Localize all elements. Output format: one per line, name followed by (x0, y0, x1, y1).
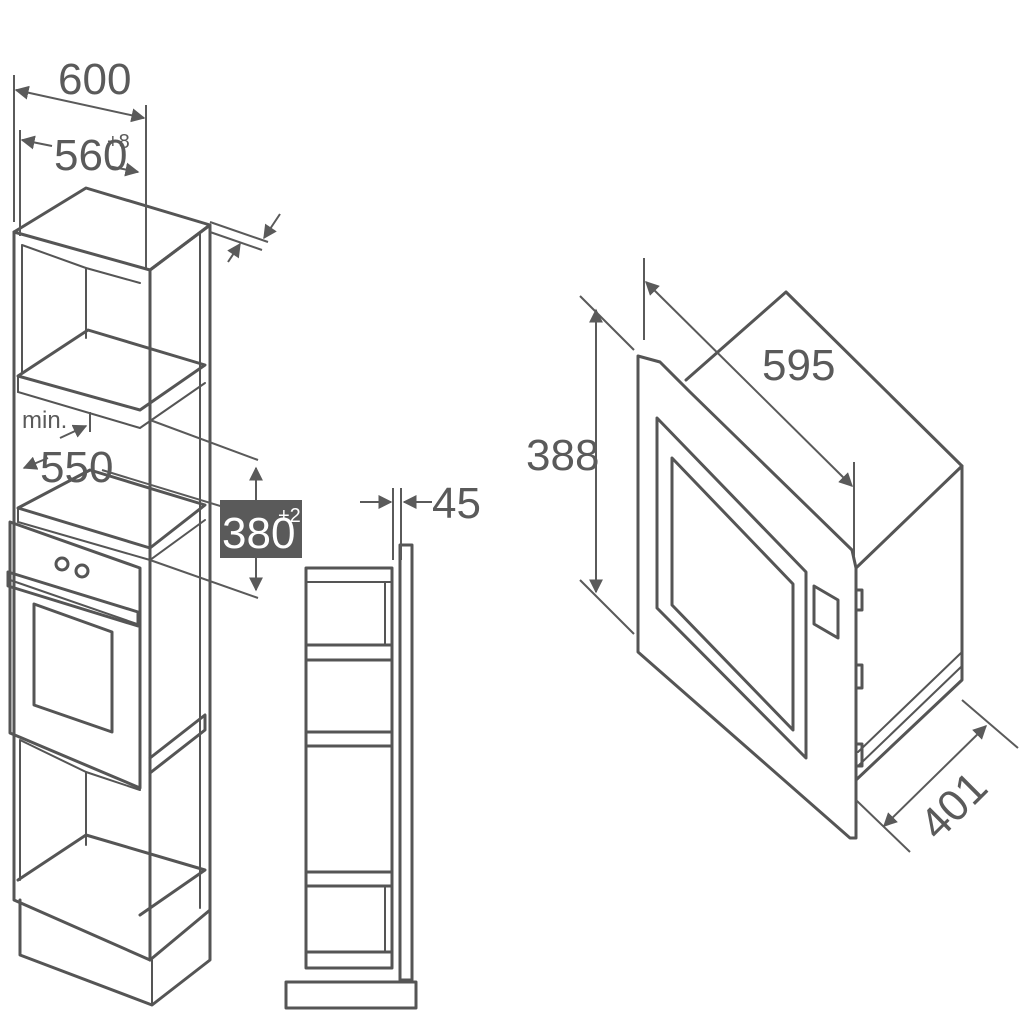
niche-height-badge (220, 500, 302, 558)
dimension-388: 388 (526, 295, 635, 635)
dimension-600: 600 (13, 55, 147, 268)
label-560-tolerance: +8 (107, 131, 130, 153)
label-380-tolerance: +2 (278, 505, 301, 527)
label-45: 45 (432, 479, 481, 528)
label-595: 595 (762, 341, 835, 390)
dimension-595: 595 (643, 258, 855, 556)
dimension-550-min: min. 550 (22, 407, 241, 513)
dimension-401: 401 (855, 699, 1019, 853)
dimension-560: 560 +8 (19, 130, 140, 236)
label-550: 550 (40, 443, 113, 492)
label-388: 388 (526, 431, 599, 480)
dimension-panel-thickness (209, 213, 281, 263)
built-in-oven (6, 520, 142, 790)
label-600: 600 (58, 55, 131, 104)
label-401: 401 (910, 763, 997, 850)
label-560: 560 (54, 131, 127, 180)
label-min: min. (22, 407, 67, 434)
dimension-45: 45 (360, 479, 481, 560)
dimension-380: 380 +2 (149, 419, 302, 599)
tall-cabinet (6, 186, 212, 1007)
side-section (284, 543, 418, 1010)
label-380: 380 (222, 509, 295, 558)
